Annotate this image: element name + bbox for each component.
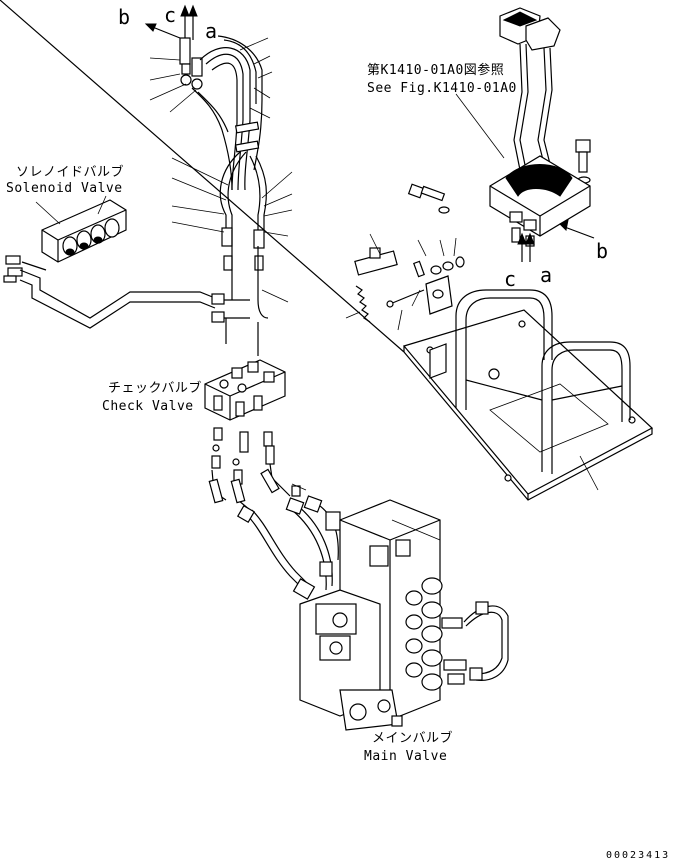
main-valve-label-jp: メインバルブ bbox=[372, 730, 453, 746]
figure-reference-label-jp: 第K1410-01A0図参照 bbox=[367, 62, 504, 78]
main-valve bbox=[299, 499, 509, 731]
main-valve-label-en: Main Valve bbox=[364, 749, 447, 764]
figure-reference-label-en: See Fig.K1410-01A0 bbox=[367, 81, 517, 96]
arrow-label-c-right: c bbox=[504, 267, 516, 291]
check-valve bbox=[204, 359, 307, 511]
check-valve-label-jp: チェックバルブ bbox=[108, 380, 202, 396]
arrow-label-a: a bbox=[205, 19, 217, 43]
solenoid-valve bbox=[3, 195, 127, 283]
arrow-label-c: c bbox=[164, 3, 176, 27]
main-valve-solenoids bbox=[405, 577, 467, 691]
labels: ソレノイドバルブ Solenoid Valve チェックバルブ Check Va… bbox=[6, 62, 670, 861]
control-lever bbox=[455, 7, 591, 247]
pipe-bundle bbox=[149, 35, 293, 303]
arrow-label-b: b bbox=[118, 5, 130, 29]
solenoid-valve-label-en: Solenoid Valve bbox=[6, 181, 123, 196]
guard-rails bbox=[455, 289, 631, 474]
main-valve-hoses bbox=[236, 495, 341, 600]
solenoid-valve-label-jp: ソレノイドバルブ bbox=[16, 164, 124, 180]
top-fittings bbox=[179, 37, 203, 90]
floor-platform bbox=[0, 0, 654, 501]
direction-arrows-right: c a b bbox=[504, 219, 608, 291]
arrow-label-a-right: a bbox=[540, 263, 552, 287]
small-parts bbox=[345, 183, 465, 331]
direction-arrows-top: b c a bbox=[118, 3, 217, 43]
figure-number: 00023413 bbox=[606, 850, 670, 861]
arrow-label-b-right: b bbox=[596, 239, 608, 263]
check-valve-label-en: Check Valve bbox=[102, 399, 194, 414]
solenoid-pipe bbox=[19, 230, 269, 356]
